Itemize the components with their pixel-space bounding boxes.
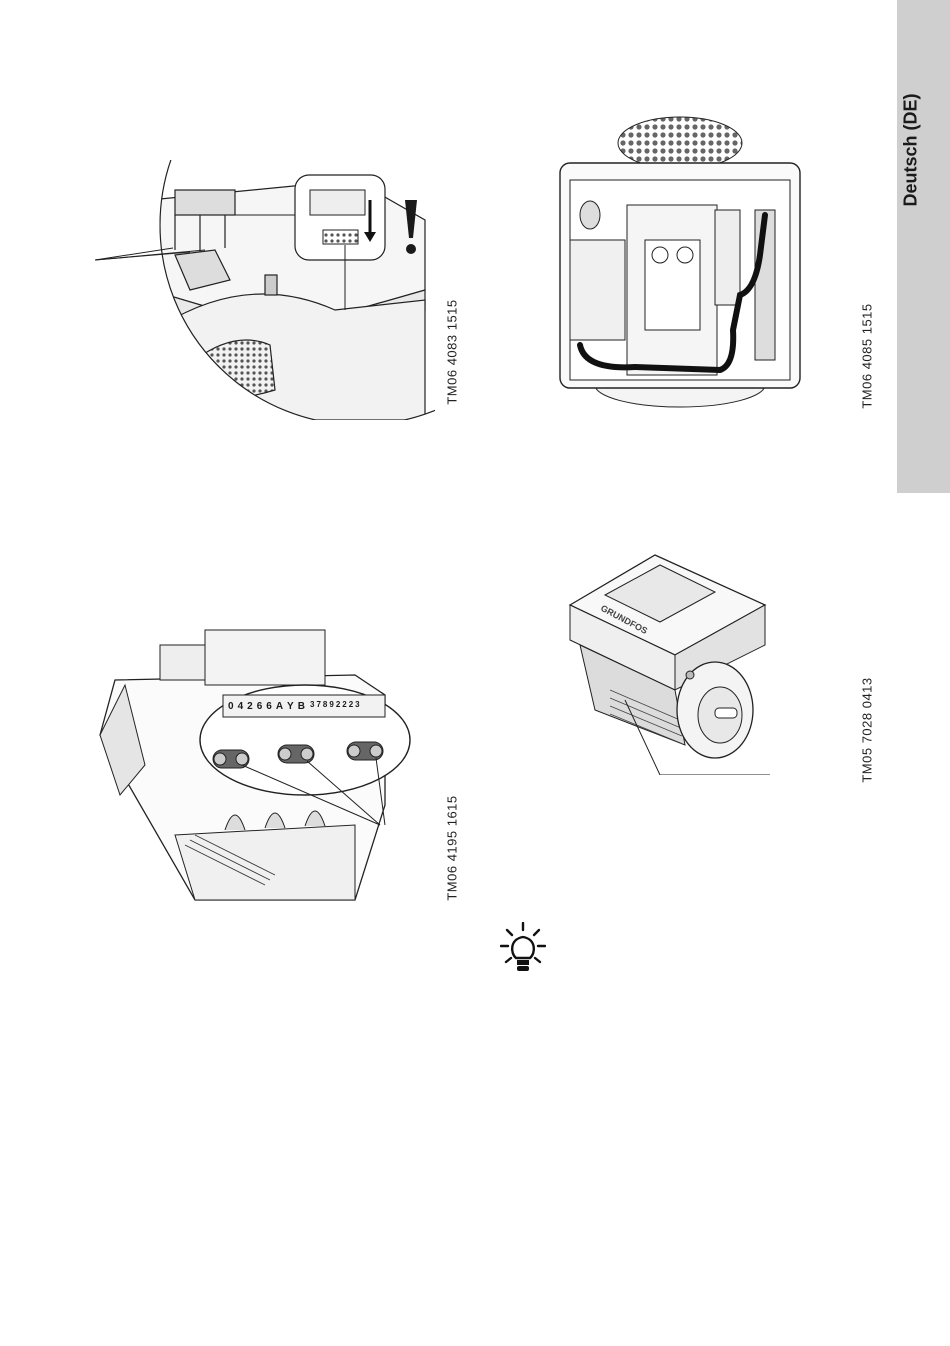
warning-exclamation-icon bbox=[402, 198, 420, 256]
terminal-label: A bbox=[276, 701, 283, 712]
terminal-label: 4 bbox=[238, 701, 244, 712]
terminal-label: 9 bbox=[329, 700, 333, 709]
terminal-label: 2 bbox=[247, 701, 253, 712]
terminal-label: 7 bbox=[316, 700, 320, 709]
figure-cable-routing bbox=[555, 115, 805, 410]
figure-cable-routing-drawing bbox=[555, 115, 805, 410]
terminal-labels-right: 3 7 8 9 2 2 2 3 bbox=[310, 700, 360, 709]
terminal-label: 3 bbox=[355, 700, 359, 709]
figure-motor-drawing: GRUNDFOS bbox=[565, 550, 770, 775]
lightbulb-tip-icon bbox=[500, 922, 546, 974]
terminal-labels-left: 0 4 2 6 6 A Y B bbox=[228, 701, 305, 712]
terminal-label: 0 bbox=[228, 701, 234, 712]
figure-code-1: TM06 4083 1515 bbox=[445, 299, 460, 404]
terminal-label: Y bbox=[287, 701, 294, 712]
terminal-label: 2 bbox=[336, 700, 340, 709]
figure-code-4: TM05 7028 0413 bbox=[860, 677, 875, 782]
terminal-label: B bbox=[298, 701, 305, 712]
terminal-label: 2 bbox=[342, 700, 346, 709]
terminal-label: 2 bbox=[349, 700, 353, 709]
figure-code-2: TM06 4085 1515 bbox=[860, 303, 875, 408]
terminal-label: 6 bbox=[266, 701, 272, 712]
figure-module-mounting-drawing bbox=[95, 160, 435, 420]
terminal-label: 3 bbox=[310, 700, 314, 709]
figure-motor: GRUNDFOS bbox=[565, 550, 770, 775]
figure-terminal-bridges bbox=[85, 625, 420, 905]
terminal-label: 8 bbox=[323, 700, 327, 709]
terminal-label: 6 bbox=[257, 701, 263, 712]
figure-code-3: TM06 4195 1615 bbox=[445, 795, 460, 900]
language-tab-label: Deutsch (DE) bbox=[901, 93, 922, 206]
figure-module-mounting bbox=[95, 160, 435, 420]
language-tab bbox=[897, 0, 950, 493]
figure-terminal-bridges-drawing bbox=[85, 625, 420, 905]
